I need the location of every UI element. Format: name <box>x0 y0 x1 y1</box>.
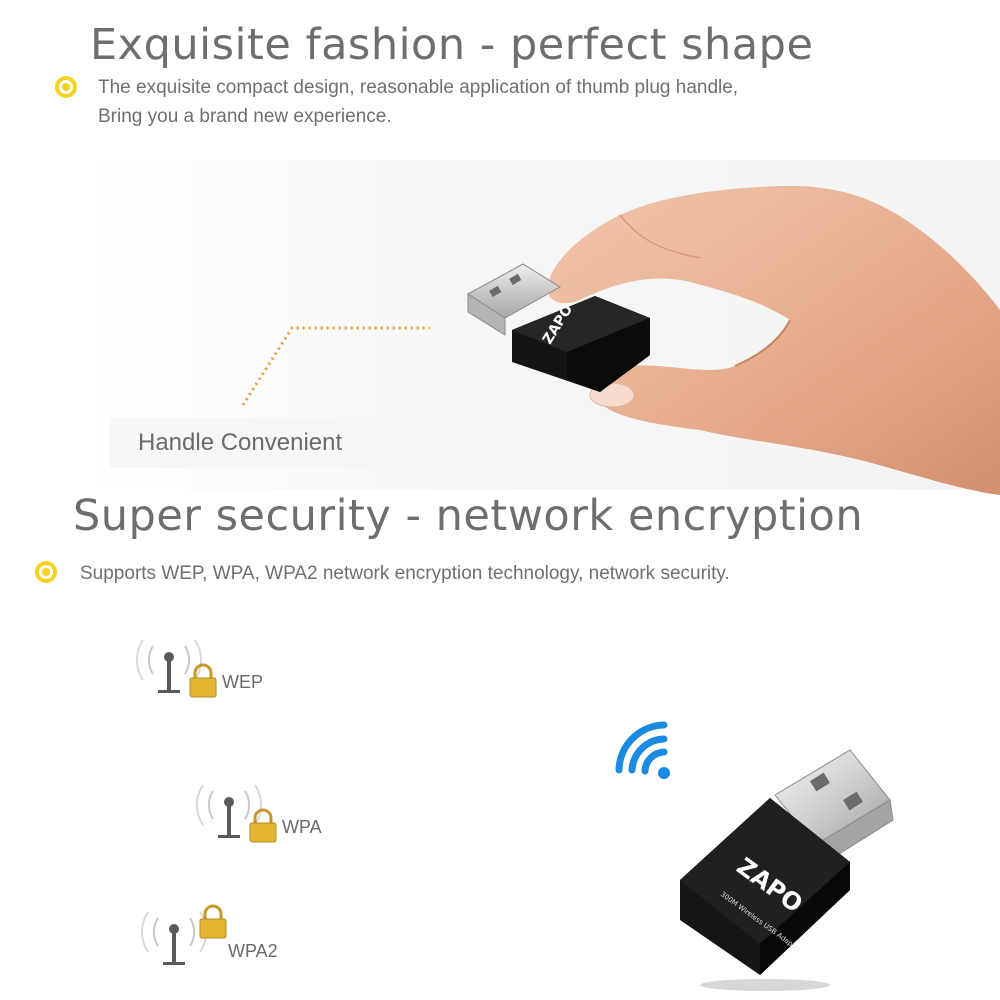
antenna-signal-icon-wpa2 <box>141 911 207 965</box>
target-bullet-icon <box>35 561 57 583</box>
encryption-label-wpa: WPA <box>282 817 322 837</box>
section1-description-line1: The exquisite compact design, reasonable… <box>98 77 739 98</box>
antenna-signal-icon-wpa <box>196 784 262 838</box>
padlock-icon-wpa2 <box>199 904 227 939</box>
section1-description-line2: Bring you a brand new experience. <box>98 106 392 127</box>
antenna-signal-icon-wep <box>136 639 202 693</box>
section2-title: Super security - network encryption <box>73 491 864 541</box>
usb-adapter-small: ZAPO <box>467 263 650 392</box>
section1-title: Exquisite fashion - perfect shape <box>90 20 814 70</box>
encryption-label-wep: WEP <box>222 672 264 692</box>
encryption-label-wpa2: WPA2 <box>228 941 278 961</box>
callout-dotted-line <box>241 326 430 406</box>
padlock-icon-wpa <box>249 808 277 843</box>
usb-adapter-large: ZAPO 300M Wireless USB Adapter <box>680 749 894 991</box>
section2-description: Supports WEP, WPA, WPA2 network encrypti… <box>80 563 730 584</box>
padlock-icon-wep <box>189 663 217 698</box>
target-bullet-icon <box>55 76 77 98</box>
handle-convenient-callout: Handle Convenient <box>110 418 390 468</box>
wifi-icon <box>615 721 670 779</box>
